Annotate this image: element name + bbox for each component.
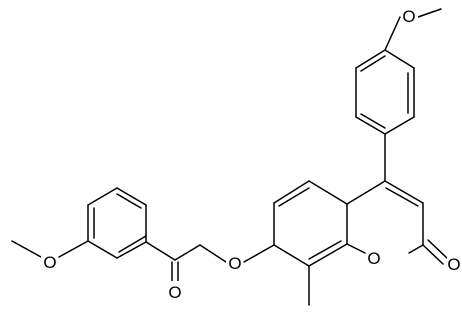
atom-label-oxygen: O	[228, 254, 241, 273]
bond	[116, 187, 147, 206]
atom-label-oxygen: O	[168, 283, 181, 302]
bond	[360, 113, 386, 129]
bond	[422, 244, 444, 265]
bond	[174, 244, 201, 261]
bond	[308, 180, 348, 205]
bond	[384, 49, 415, 69]
atom-labels: O O O O O O	[41, 5, 462, 303]
bond	[278, 187, 310, 207]
bond	[384, 180, 424, 204]
atom-label-oxygen: O	[402, 7, 415, 26]
bond	[199, 244, 227, 263]
bond	[355, 116, 386, 135]
bond	[11, 240, 42, 258]
bond-group	[11, 8, 449, 306]
bond	[308, 240, 342, 260]
bond	[384, 116, 415, 135]
bond	[427, 239, 449, 260]
bond	[346, 180, 386, 205]
bond	[355, 49, 386, 69]
bond	[346, 243, 366, 254]
atom-label-oxygen: O	[43, 253, 56, 272]
bond	[116, 193, 142, 209]
bond	[116, 241, 147, 259]
bond	[408, 244, 424, 254]
bond	[243, 244, 275, 263]
bond	[417, 8, 442, 18]
bond	[58, 240, 89, 258]
bond	[87, 240, 118, 259]
bond	[385, 187, 419, 207]
bond	[360, 55, 386, 72]
bond	[87, 187, 118, 206]
bond	[273, 180, 310, 204]
bond	[273, 244, 310, 267]
atom-label-oxygen: O	[367, 249, 380, 268]
bond	[118, 235, 147, 253]
bond	[145, 241, 176, 261]
atom-label-oxygen: O	[447, 255, 460, 274]
bond	[308, 243, 348, 267]
bond	[384, 16, 401, 51]
